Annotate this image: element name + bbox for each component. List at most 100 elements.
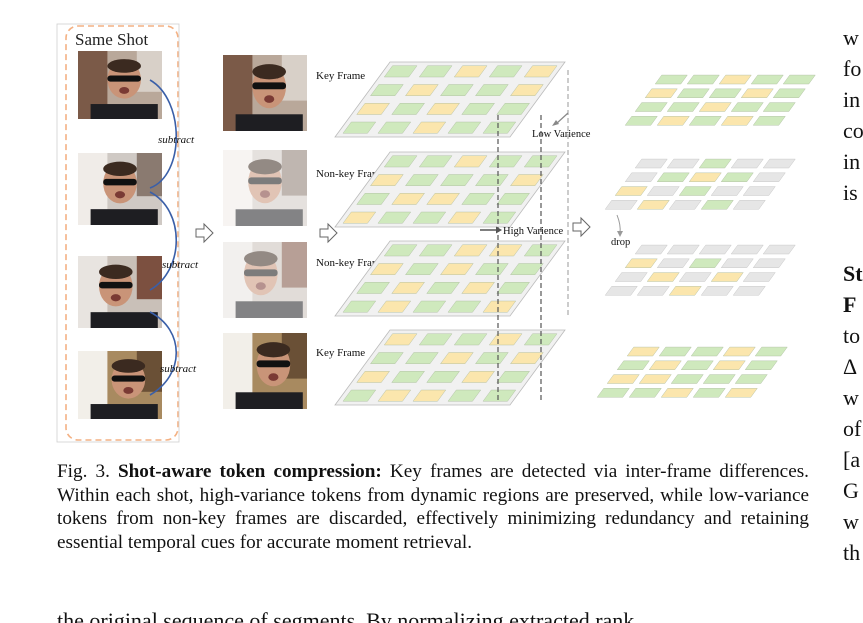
- same-shot-label: Same Shot: [75, 30, 148, 49]
- right-column-line: to: [843, 320, 863, 351]
- token-tile: [671, 375, 703, 384]
- token-tile: [605, 200, 637, 209]
- token-tile: [687, 75, 719, 84]
- token-tile: [693, 388, 725, 397]
- hollow-arrow-2: [320, 224, 337, 242]
- mid-frame-key-1: [223, 55, 307, 131]
- token-tile: [733, 286, 765, 295]
- right-column-line: fo: [843, 53, 863, 84]
- caption-label: Fig. 3.: [57, 461, 110, 482]
- token-tile: [679, 273, 711, 282]
- right-grid-1: [625, 75, 815, 125]
- key-frame-label-2: Key Frame: [316, 347, 365, 359]
- token-tile: [735, 375, 767, 384]
- left-frame-4: [78, 351, 162, 419]
- low-variance-arrow: [556, 113, 568, 124]
- token-tile: [615, 273, 647, 282]
- token-plane-nonkey-2: [335, 241, 565, 316]
- token-tile: [647, 187, 679, 196]
- token-tile: [637, 286, 669, 295]
- token-plane-key-1: [335, 62, 565, 137]
- key-frame-label-1: Key Frame: [316, 70, 365, 82]
- token-tile: [657, 173, 689, 182]
- token-tile: [731, 103, 763, 112]
- token-tile: [625, 116, 657, 125]
- token-tile: [699, 159, 731, 168]
- token-tile: [625, 173, 657, 182]
- token-tile: [669, 200, 701, 209]
- body-text-line: the original sequence of segments. By no…: [57, 609, 863, 623]
- token-tile: [677, 89, 709, 98]
- hollow-arrow-1: [196, 224, 213, 242]
- token-tile: [711, 187, 743, 196]
- left-frame-2: [78, 153, 162, 225]
- right-grid-3: [605, 245, 795, 295]
- token-tile: [731, 159, 763, 168]
- token-tile: [699, 103, 731, 112]
- token-plane-nonkey-1: [335, 152, 565, 227]
- right-grid-4: [597, 347, 787, 397]
- token-tile: [719, 75, 751, 84]
- subtract-label-3: subtract: [160, 363, 197, 375]
- token-tile: [721, 259, 753, 268]
- token-tile: [667, 103, 699, 112]
- low-variance-label: Low Varience: [532, 129, 591, 140]
- token-tile: [669, 286, 701, 295]
- token-tile: [625, 259, 657, 268]
- token-tile: [753, 259, 785, 268]
- right-column-line: St: [843, 258, 863, 289]
- high-variance-label: High Varience: [503, 226, 563, 237]
- token-tile: [773, 89, 805, 98]
- token-tile: [703, 375, 735, 384]
- token-tile: [649, 361, 681, 370]
- token-tile: [743, 187, 775, 196]
- right-column-line: co: [843, 115, 863, 146]
- token-tile: [605, 286, 637, 295]
- token-tile: [681, 361, 713, 370]
- token-tile: [751, 75, 783, 84]
- token-tile: [753, 173, 785, 182]
- token-tile: [701, 200, 733, 209]
- left-frame-3: [78, 256, 162, 328]
- mid-frame-nonkey-1: [223, 150, 307, 226]
- token-tile: [647, 273, 679, 282]
- token-tile: [725, 388, 757, 397]
- token-tile: [627, 347, 659, 356]
- drop-arrow: [617, 215, 620, 233]
- right-column-line: F: [843, 289, 863, 320]
- token-tile: [657, 259, 689, 268]
- right-column-line: w: [843, 506, 863, 537]
- token-tile: [763, 103, 795, 112]
- token-tile: [701, 286, 733, 295]
- right-column-line: in: [843, 84, 863, 115]
- token-tile: [721, 116, 753, 125]
- token-tile: [753, 116, 785, 125]
- token-tile: [691, 347, 723, 356]
- token-tile: [679, 187, 711, 196]
- token-tile: [741, 89, 773, 98]
- token-tile: [743, 273, 775, 282]
- right-column-line: is: [843, 177, 863, 208]
- subtract-label-2: subtract: [162, 259, 199, 271]
- token-tile: [709, 89, 741, 98]
- token-tile: [731, 245, 763, 254]
- token-tile: [723, 347, 755, 356]
- token-tile: [597, 388, 629, 397]
- token-tile: [635, 103, 667, 112]
- token-tile: [617, 361, 649, 370]
- caption-title: Shot-aware token compression:: [118, 461, 382, 482]
- right-grid-2: [605, 159, 795, 209]
- token-tile: [763, 245, 795, 254]
- right-column-line: of: [843, 413, 863, 444]
- token-tile: [667, 159, 699, 168]
- token-tile: [635, 159, 667, 168]
- mid-frame-key-2: [223, 333, 307, 409]
- right-column-text-bottom: StFtoΔwof[aGwth: [843, 258, 863, 568]
- drop-label: drop: [611, 237, 630, 248]
- token-tile: [635, 245, 667, 254]
- token-plane-key-2: [335, 330, 565, 405]
- token-tile: [721, 173, 753, 182]
- right-column-line: G: [843, 475, 863, 506]
- token-tile: [699, 245, 731, 254]
- token-tile: [657, 116, 689, 125]
